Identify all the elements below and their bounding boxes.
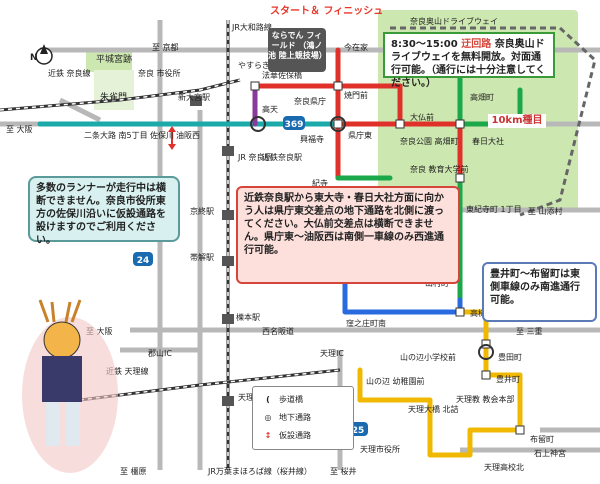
stadium-label: ならでん フィールド （鴻ノ池 陸上競技場） — [268, 28, 327, 72]
km10-badge: 10km種目 — [488, 114, 546, 128]
label-yasuragi: やすらぎの道 — [238, 60, 286, 70]
mascot-illustration — [22, 299, 118, 473]
label-nishimeihan: 西名阪道 — [262, 326, 294, 336]
svg-text:25: 25 — [352, 426, 365, 436]
map-legend: (歩道橋 ◎地下通路 ↕仮設通路 — [252, 386, 354, 450]
kencho-notice: 近鉄奈良駅から東大寺・春日大社方面に向かう人は県庁東交差点の地下通路を北側に渡っ… — [236, 186, 460, 284]
rail-lines — [0, 20, 341, 470]
label-furu: 布留町 — [530, 434, 554, 444]
legend-temp-path: ↕仮設通路 — [261, 429, 311, 443]
label-kofukuji: 興福寺 — [300, 134, 324, 144]
label-kintetsu-tenri: 近鉄 天理線 — [106, 366, 149, 376]
underpass-icons — [250, 116, 494, 360]
label-toyoda: 豊田町 — [498, 352, 522, 362]
label-kintetsu-nara-eki: 近鉄奈良駅 — [262, 152, 302, 162]
start-finish-label: スタート＆ フィニッシュ — [270, 6, 384, 17]
label-shin-omiya: 新大宮駅 — [178, 92, 210, 102]
label-yamanobe: 山の辺小学校前 — [400, 352, 456, 362]
label-jr-yamatoji: JR大和路線 — [231, 22, 272, 32]
label-suzakumon: 朱雀門 — [100, 91, 127, 103]
label-kashihara: 至 橿原 — [120, 466, 147, 476]
place-labels: 平城宮跡 朱雀門 至 京都 近鉄 奈良線 奈良 市役所 新大宮駅 至 大阪 二条… — [6, 16, 566, 476]
label-obitoke: 帯解駅 — [190, 252, 214, 262]
legend-underpass: ◎地下通路 — [261, 411, 312, 425]
svg-text:24: 24 — [137, 256, 150, 266]
detour-notice: 8:30〜15:00 迂回路 奈良奥山ドライブウェイを無料開放。対面通行可能。（… — [383, 32, 555, 89]
label-yamazoe: 至 山添村 — [528, 206, 563, 216]
label-sanju: 至 三重 — [516, 326, 543, 336]
label-hokke: 法華佐保橋 — [262, 70, 302, 80]
label-toyoimachi: 豊井町 — [496, 374, 520, 384]
underpass-icon: ◎ — [264, 413, 272, 422]
label-yakimon: 焼門前 — [344, 90, 368, 100]
label-ishigami: 石上神宮 — [534, 448, 566, 458]
label-kasuga: 春日大社 — [472, 136, 504, 146]
label-tenri-ohashi: 天理大橋 北詰 — [408, 404, 459, 414]
toyoi-notice: 豊井町〜布留町は東側車線のみ南進通行可能。 — [482, 262, 597, 322]
label-nijo: 二条大路 南5丁目 — [84, 130, 148, 140]
label-tenri-koko: 天理高校北 — [484, 462, 524, 472]
heijo-park-area — [94, 70, 134, 110]
label-imazaike: 今在家 — [344, 42, 368, 52]
temp-path-icon: ↕ — [264, 431, 272, 440]
label-sahogawa: 佐保川 — [150, 130, 174, 140]
label-kubonosho: 窪之庄町南 — [346, 318, 386, 328]
label-jr-manyo: JR万葉まほろば線（桜井線） — [207, 466, 312, 476]
legend-footbridge: (歩道橋 — [261, 393, 303, 407]
label-jr-nara: JR 奈良駅 — [237, 152, 272, 162]
footbridge-icon: ( — [266, 395, 270, 404]
label-osaka-dir2: 至 大阪 — [86, 326, 113, 336]
label-takabatake: 高畑町 — [470, 92, 494, 102]
label-takama: 高天 — [262, 104, 278, 114]
svg-text:N: N — [30, 53, 38, 63]
label-tenri-shiyakusho: 天理市役所 — [360, 444, 400, 454]
detour-time: 8:30〜15:00 — [391, 39, 458, 50]
label-okuyama: 奈良奥山ドライブウェイ — [410, 16, 498, 26]
label-yochien: 山の辺 幼稚園前 — [366, 376, 425, 386]
label-heijo: 平城宮跡 — [96, 53, 132, 65]
detour-title: 迂回路 — [461, 39, 492, 50]
label-kyoiku: 奈良 教育大学前 — [410, 164, 469, 174]
label-kyobate: 京終駅 — [190, 206, 214, 216]
detour-body: 奈良奥山ドライブウェイを無料開放。対面通行可能。（通行には十分注意してください。… — [391, 39, 546, 89]
label-nara-shiyakusho: 奈良 市役所 — [138, 68, 181, 78]
route-shield-24: 24 — [133, 252, 153, 266]
label-nara-koen: 奈良公園 高畑町 — [400, 136, 459, 146]
label-yahan: 油阪西 — [176, 130, 200, 140]
label-kyoto: 至 京都 — [152, 42, 179, 52]
label-higashikidera: 東紀寺町 1丁目 — [466, 204, 522, 214]
svg-text:369: 369 — [285, 120, 304, 130]
label-sakurai: 至 桜井 — [330, 466, 357, 476]
label-kidera: 紀寺 — [312, 178, 328, 188]
north-arrow: N — [30, 44, 53, 65]
label-osaka-dir: 至 大阪 — [6, 124, 33, 134]
detour-route — [390, 26, 597, 217]
label-koriyama: 郡山IC — [148, 348, 172, 358]
label-kenchohigashi: 県庁東 — [348, 130, 372, 140]
route-shield-369: 369 — [283, 116, 305, 130]
label-yanagimoto: 櫟本駅 — [236, 312, 260, 322]
label-tenri-kyokai: 天理教 教会本部 — [456, 394, 515, 404]
label-daibutsu: 大仏前 — [410, 112, 434, 122]
label-kintetsu-nara-line: 近鉄 奈良線 — [48, 68, 91, 78]
station-icons — [190, 96, 234, 406]
label-tenri-ic: 天理IC — [320, 349, 344, 358]
label-tenri-st: 天理駅 — [238, 393, 262, 402]
sahogawa-notice: 多数のランナーが走行中は横断できません。奈良市役所東方の佐保川沿いに仮設通路を設… — [28, 176, 180, 246]
heijo-area — [86, 50, 132, 72]
label-kencho: 奈良県庁 — [294, 96, 326, 106]
temp-path-arrow — [168, 126, 176, 150]
